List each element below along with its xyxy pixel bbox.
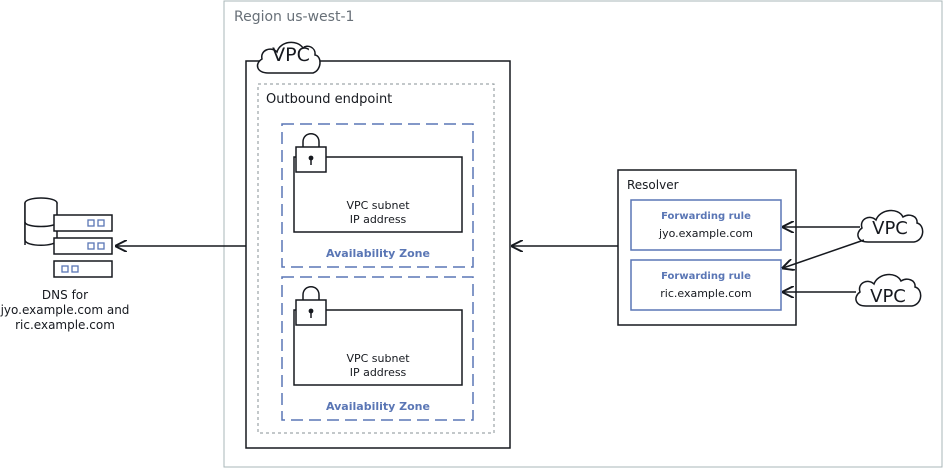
- dns-label-line: jyo.example.com and: [0, 303, 130, 317]
- dns-label: DNS for jyo.example.com and ric.example.…: [0, 288, 130, 333]
- vpc-cloud-icon: [855, 273, 922, 307]
- region-label: Region us-west-1: [234, 9, 355, 25]
- subnet-name: VPC subnet: [346, 199, 410, 212]
- outbound-endpoint-box: [257, 83, 495, 434]
- subnet-box-2: [293, 309, 463, 386]
- forwarding-rule-box-2: [630, 259, 782, 311]
- dns-label-line: ric.example.com: [15, 318, 115, 332]
- resolver-label: Resolver: [627, 178, 679, 192]
- lock-icon: [295, 133, 327, 173]
- forwarding-rule-title: Forwarding rule: [661, 211, 751, 222]
- forwarding-rule-title: Forwarding rule: [661, 271, 751, 282]
- availability-zone-label: Availability Zone: [326, 400, 430, 413]
- forwarding-rule-box-1: [630, 199, 782, 251]
- dns-label-line: DNS for: [41, 288, 89, 302]
- availability-zone-box-1: [281, 123, 474, 268]
- subnet-ip-label: IP address: [349, 366, 407, 379]
- vpc-cloud-icon: [857, 209, 924, 243]
- resolver-box: [617, 169, 797, 326]
- forwarding-rule-domain: ric.example.com: [660, 287, 752, 300]
- dns-server-icon: [24, 197, 113, 278]
- external-vpc-label-1: VPC: [872, 218, 908, 239]
- region-box: [223, 0, 943, 468]
- external-vpc-label-2: VPC: [870, 286, 906, 307]
- arrow-vpc-to-rule-2: [783, 239, 865, 268]
- vpc-label: VPC: [272, 44, 310, 66]
- forwarding-rule-domain: jyo.example.com: [659, 227, 753, 240]
- subnet-box-1: [293, 156, 463, 233]
- availability-zone-box-2: [281, 276, 474, 421]
- availability-zone-label: Availability Zone: [326, 247, 430, 260]
- vpc-cloud-icon: [256, 41, 321, 74]
- subnet-text-1: VPC subnet IP address: [294, 199, 462, 227]
- subnet-text-2: VPC subnet IP address: [294, 352, 462, 380]
- subnet-ip-label: IP address: [349, 213, 407, 226]
- subnet-name: VPC subnet: [346, 352, 410, 365]
- outbound-endpoint-label: Outbound endpoint: [266, 92, 393, 107]
- lock-icon: [295, 286, 327, 326]
- vpc-box: [245, 60, 511, 449]
